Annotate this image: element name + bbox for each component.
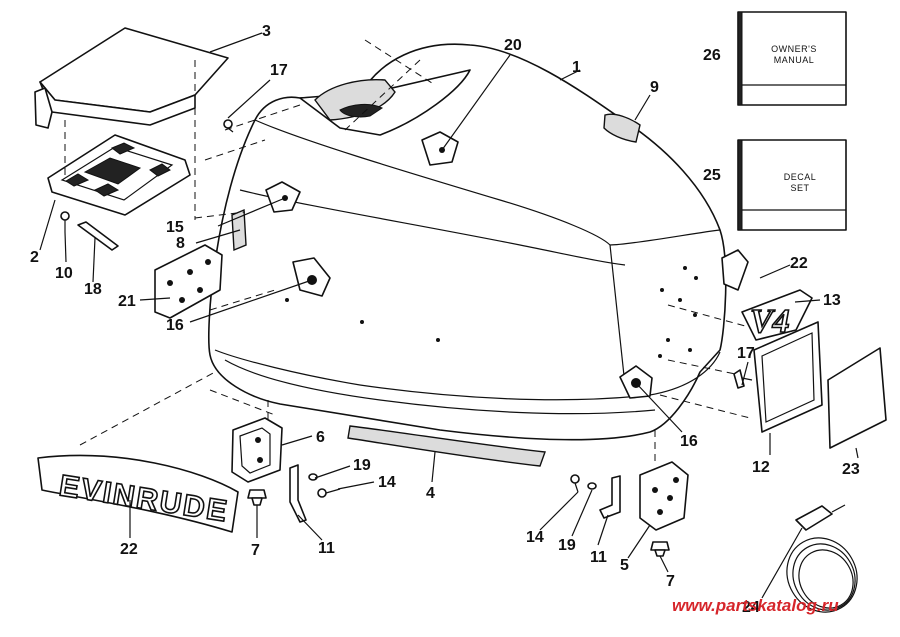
washer-19-left <box>308 473 318 481</box>
watermark: www.partskatalog.ru <box>672 596 839 615</box>
model-decal-text: V4 <box>750 303 790 340</box>
owners-manual-box: OWNER'S MANUAL <box>737 11 847 106</box>
screw-14-left <box>317 488 341 498</box>
callout-15: 15 <box>166 219 184 236</box>
callout-8: 8 <box>176 235 185 252</box>
screw-14-right <box>570 474 580 493</box>
callout-21: 21 <box>118 293 136 310</box>
window-frame-12 <box>753 321 823 433</box>
callout-25: 25 <box>703 167 721 184</box>
callout-17-right: 17 <box>737 345 755 362</box>
washer-19-right <box>587 482 597 490</box>
callout-12: 12 <box>752 459 770 476</box>
callout-24: 24 <box>742 599 760 616</box>
callout-2: 2 <box>30 249 39 266</box>
callout-19-left: 19 <box>353 457 371 474</box>
callout-23: 23 <box>842 461 860 478</box>
brand-decal: EVINRUDE <box>37 454 239 533</box>
callout-14-left: 14 <box>378 474 396 491</box>
callout-16-right: 16 <box>680 433 698 450</box>
model-decal: V4 <box>741 289 813 341</box>
latch-bracket-21 <box>154 244 223 319</box>
callout-4: 4 <box>426 485 435 502</box>
grommet-7-right <box>650 541 670 557</box>
grille-plate <box>47 134 191 216</box>
callout-7-left: 7 <box>251 542 260 559</box>
hinge-bracket-5 <box>639 461 689 531</box>
callout-13: 13 <box>823 292 841 309</box>
hinge-bracket-6 <box>231 417 283 483</box>
callout-3: 3 <box>262 23 271 40</box>
callout-22-left: 22 <box>120 541 138 558</box>
callout-6: 6 <box>316 429 325 446</box>
engine-cover <box>208 43 727 441</box>
bracket-11-left <box>289 464 307 523</box>
callout-10: 10 <box>55 265 73 282</box>
cable-24 <box>786 504 858 613</box>
callout-11-right: 11 <box>590 549 607 566</box>
decal-set-line1: DECAL <box>784 172 817 182</box>
callout-5: 5 <box>620 557 629 574</box>
bracket-11-right <box>599 475 621 519</box>
grommet-7-left <box>247 489 267 506</box>
callout-17-left: 17 <box>270 62 288 79</box>
callout-1: 1 <box>572 59 581 76</box>
screw-17-left <box>223 119 234 133</box>
callout-leader-lines <box>39 32 859 599</box>
callout-numbers: 1 2 3 4 5 6 7 7 8 9 10 11 11 12 13 14 14… <box>30 23 860 616</box>
plate-22-right <box>721 249 749 291</box>
callout-18: 18 <box>84 281 102 298</box>
owners-manual-line1: OWNER'S <box>771 44 817 54</box>
callout-19-right: 19 <box>558 537 576 554</box>
decal-set-box: DECAL SET <box>737 139 847 231</box>
decal-set-line2: SET <box>790 183 809 193</box>
callout-11-left: 11 <box>318 540 335 557</box>
callout-26: 26 <box>703 47 721 64</box>
callout-22-right: 22 <box>790 255 808 272</box>
seal-strip-18 <box>77 221 119 251</box>
callout-20: 20 <box>504 37 522 54</box>
panel-23 <box>827 347 887 449</box>
seal-strip-4 <box>347 425 546 467</box>
callout-7-right: 7 <box>666 573 675 590</box>
plate-16-left <box>292 257 331 297</box>
top-cover <box>34 27 229 129</box>
callout-14-right: 14 <box>526 529 544 546</box>
screw-10 <box>60 211 70 232</box>
owners-manual-line2: MANUAL <box>774 55 815 65</box>
callout-16-left: 16 <box>166 317 184 334</box>
callout-9: 9 <box>650 79 659 96</box>
